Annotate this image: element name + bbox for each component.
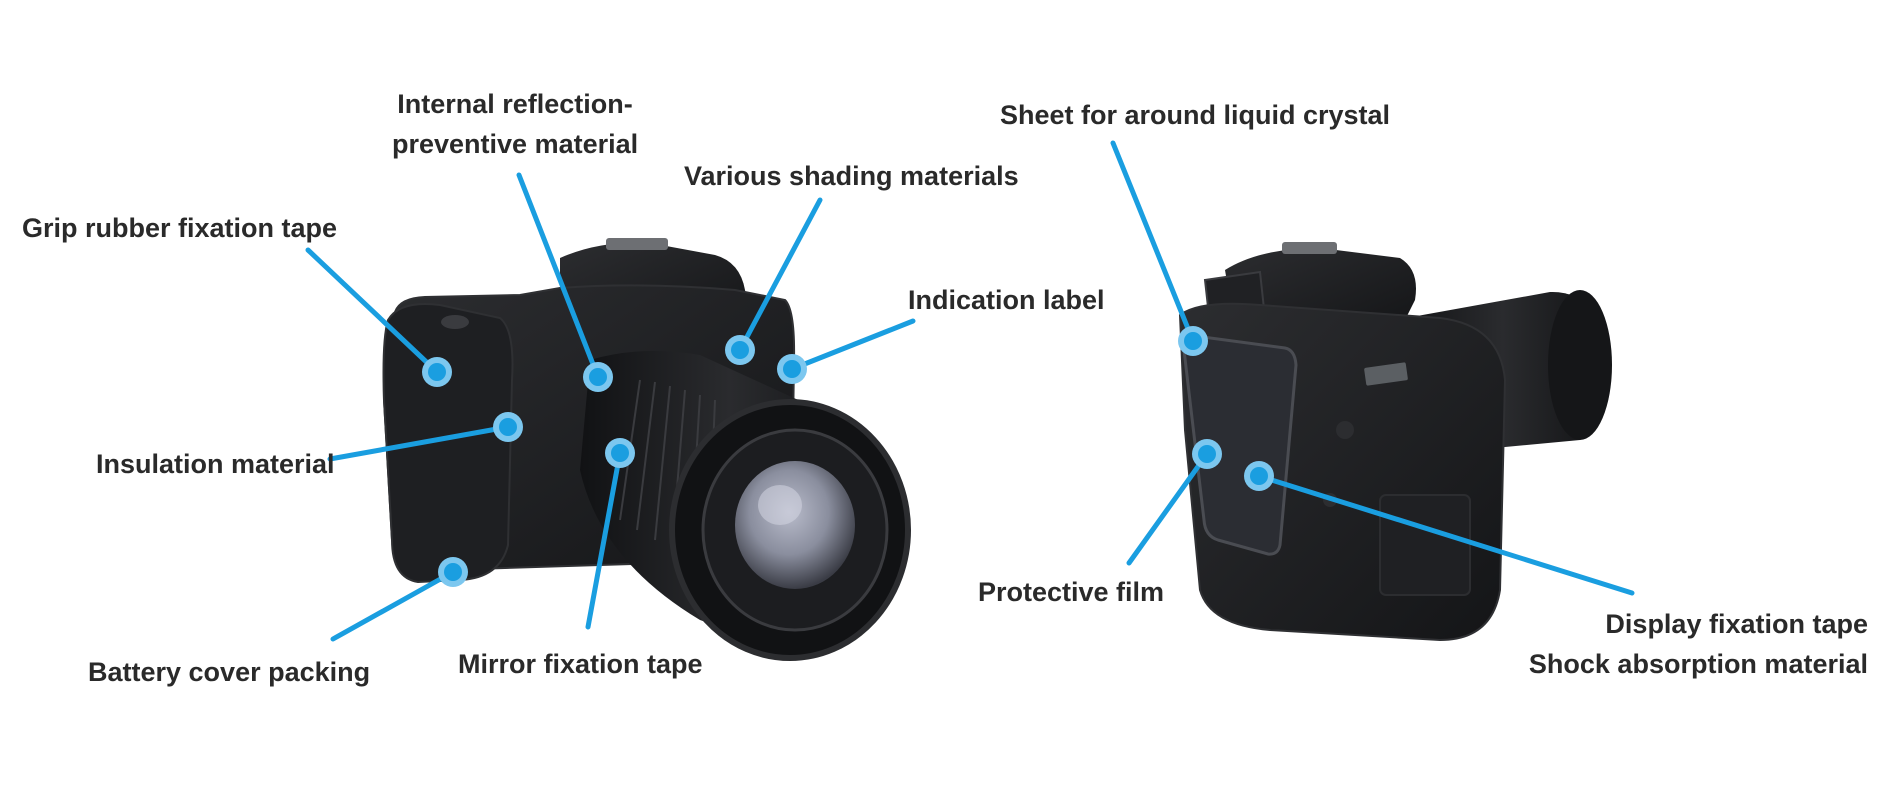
label-display-fixation-shock-absorption: Display fixation tape Shock absorption m… <box>1529 604 1868 684</box>
hot-shoe <box>606 238 668 250</box>
label-insulation-material: Insulation material <box>96 449 335 479</box>
callout-dot-shading <box>725 335 755 365</box>
shutter-button <box>441 315 469 329</box>
label-display-fixation-tape: Display fixation tape <box>1605 609 1868 639</box>
callout-dot-display-fix <box>1244 461 1274 491</box>
rear-button-1 <box>1336 421 1354 439</box>
rear-camera <box>1178 242 1612 642</box>
label-internal-reflection-line-2: preventive material <box>392 129 639 159</box>
rear-lens-front <box>1548 290 1612 440</box>
callout-dot-battery <box>438 557 468 587</box>
callout-line-sheet-lcd <box>1110 140 1196 344</box>
rear-hot-shoe <box>1282 242 1337 254</box>
label-protective-film: Protective film <box>978 577 1165 607</box>
callout-line-protective <box>1126 451 1210 566</box>
callout-dot-grip-rubber <box>422 357 452 387</box>
top-status-lcd <box>1364 362 1408 386</box>
label-grip-rubber-fixation-tape: Grip rubber fixation tape <box>22 213 338 243</box>
callout-dot-protective <box>1192 439 1222 469</box>
callout-line-display-fix <box>1256 473 1635 596</box>
callout-line-internal-reflection <box>516 172 601 380</box>
rear-battery-door <box>1379 494 1471 596</box>
callout-line-mirror <box>585 450 623 630</box>
label-indication-label: Indication label <box>908 285 1105 315</box>
callout-dot-indication <box>777 354 807 384</box>
callout-line-grip-rubber <box>305 247 440 375</box>
front-camera <box>382 238 911 661</box>
label-internal-reflection-line-1: Internal reflection- <box>397 89 633 119</box>
label-internal-reflection-preventive-material: Internal reflection- preventive material <box>392 84 638 164</box>
callout-line-insulation <box>327 424 511 462</box>
label-battery-cover-packing: Battery cover packing <box>88 657 371 687</box>
callout-line-battery <box>330 569 456 642</box>
front-camera-grip <box>382 303 514 584</box>
lens-glass <box>735 461 855 589</box>
lens-highlight <box>758 485 802 525</box>
label-sheet-for-around-liquid-crystal: Sheet for around liquid crystal <box>1000 100 1391 130</box>
label-shock-absorption-material: Shock absorption material <box>1528 649 1868 679</box>
callout-dots <box>422 326 1274 587</box>
callout-lines <box>305 140 1635 642</box>
callout-dot-sheet-lcd <box>1178 326 1208 356</box>
callout-dot-internal-reflection <box>583 362 613 392</box>
callout-line-shading <box>737 197 823 353</box>
callout-dot-insulation <box>493 412 523 442</box>
callout-dot-mirror <box>605 438 635 468</box>
label-mirror-fixation-tape: Mirror fixation tape <box>458 649 703 679</box>
label-various-shading-materials: Various shading materials <box>684 161 1019 191</box>
callout-line-indication <box>789 318 916 372</box>
